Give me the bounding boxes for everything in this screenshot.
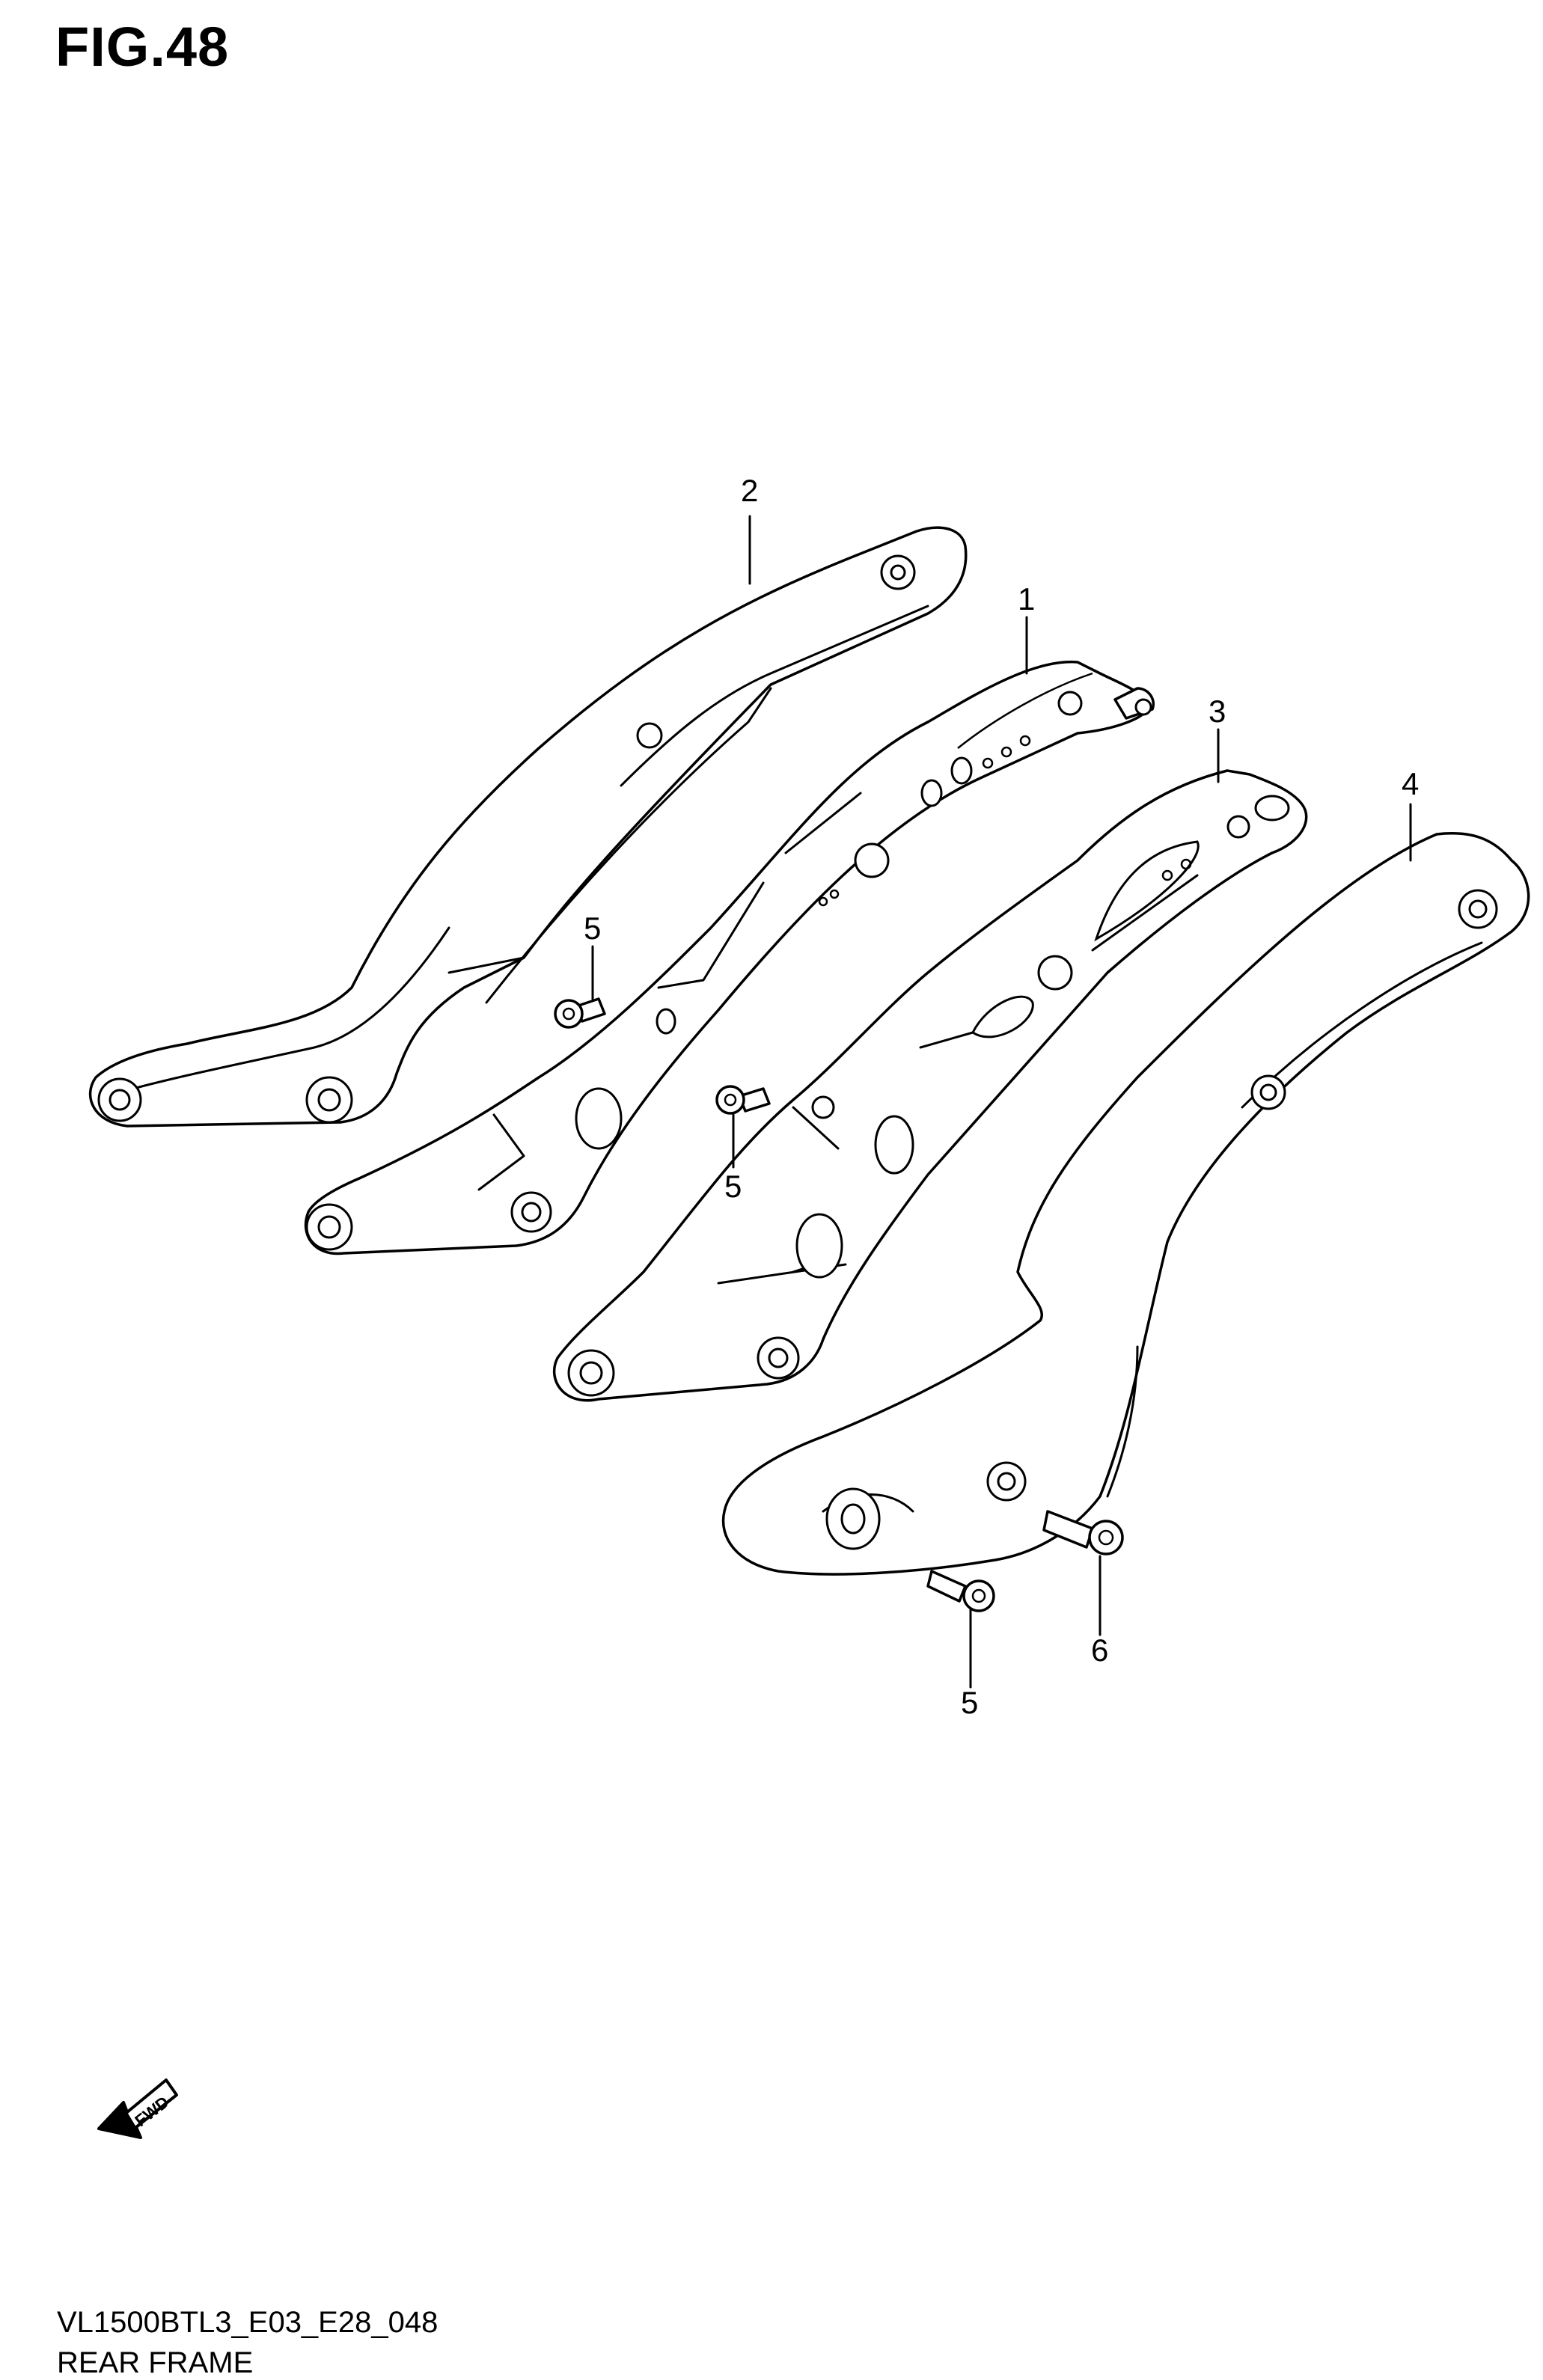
callout-5-middle: 5 <box>724 1169 742 1204</box>
callout-2: 2 <box>741 473 758 508</box>
callout-1: 1 <box>1018 581 1035 617</box>
bolt-5-upper[interactable] <box>554 997 606 1029</box>
callout-4: 4 <box>1402 766 1419 801</box>
bolt-6[interactable] <box>1042 1510 1124 1555</box>
figure-title: FIG.48 <box>55 16 230 78</box>
bolt-5-lower[interactable] <box>926 1570 995 1612</box>
drawing-code: VL1500BTL3_E03_E28_048 <box>57 2306 439 2339</box>
part-3-frame[interactable] <box>552 769 1308 1402</box>
callout-3: 3 <box>1209 694 1226 729</box>
part-1-frame[interactable] <box>304 660 1155 1255</box>
part-2-frame[interactable] <box>88 526 968 1128</box>
part-4-frame[interactable] <box>721 832 1530 1576</box>
fwd-arrow-icon: FWD <box>97 2078 178 2139</box>
callout-5-upper: 5 <box>584 911 601 946</box>
figure-name: REAR FRAME <box>57 2346 254 2379</box>
callout-6: 6 <box>1091 1633 1108 1668</box>
callout-5-lower: 5 <box>961 1685 978 1720</box>
bolt-5-middle[interactable] <box>715 1085 771 1115</box>
